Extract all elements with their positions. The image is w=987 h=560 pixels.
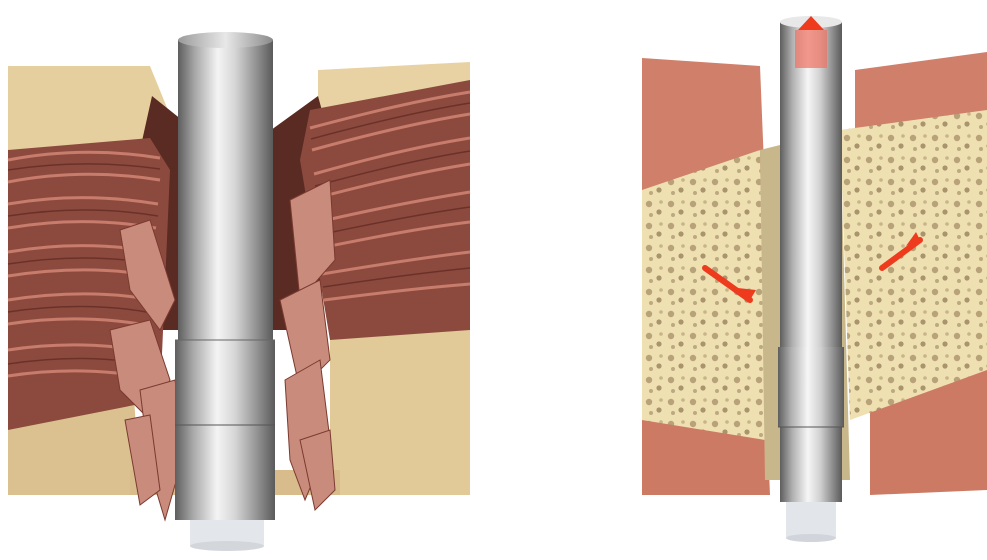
right-illustration-panel <box>600 0 987 560</box>
metal-pin-icon <box>778 16 844 542</box>
fibrous-tissue-illustration <box>0 0 490 560</box>
porous-tissue-illustration <box>600 0 987 560</box>
left-illustration-panel <box>0 0 490 560</box>
metal-pin-icon <box>175 32 275 551</box>
